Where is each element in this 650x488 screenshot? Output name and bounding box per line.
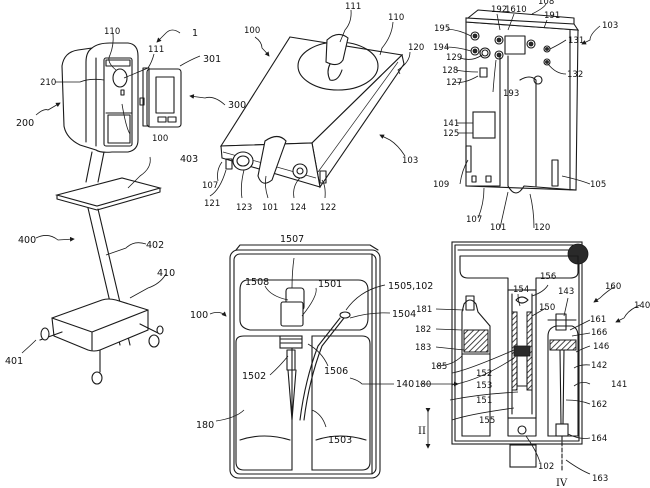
ref-164: 164 bbox=[591, 434, 607, 444]
ref-101: 101 bbox=[262, 203, 278, 213]
figure-cart-system: 1 110 111 301 210 200 300 100 403 400 40… bbox=[5, 27, 246, 385]
ref-1503: 1503 bbox=[328, 435, 352, 446]
ref-183: 183 bbox=[415, 343, 431, 353]
ref-200: 200 bbox=[16, 118, 34, 129]
section-marker-ii: II bbox=[418, 426, 426, 437]
ref-410: 410 bbox=[157, 268, 175, 279]
ref-300: 300 bbox=[228, 100, 246, 111]
ref-400: 400 bbox=[18, 235, 36, 246]
ref-154: 154 bbox=[513, 285, 529, 295]
ref-161: 161 bbox=[590, 315, 606, 325]
ref-1: 1 bbox=[192, 28, 198, 39]
ref-151: 151 bbox=[476, 396, 492, 406]
ref-1507: 1507 bbox=[280, 234, 304, 245]
ref-110: 110 bbox=[388, 13, 404, 23]
ref-131: 131 bbox=[568, 36, 584, 46]
section-marker-iv: IV bbox=[556, 478, 568, 488]
ref-155: 155 bbox=[479, 416, 495, 426]
figure-cartridge-interior: 1507 1508 1501 1505,102 1504 100 1502 15… bbox=[190, 234, 433, 479]
ref-152: 152 bbox=[476, 369, 492, 379]
ref-129: 129 bbox=[446, 53, 462, 63]
ref-191: 191 bbox=[544, 11, 560, 21]
ref-1505-102: 1505,102 bbox=[388, 281, 433, 292]
ref-103: 103 bbox=[402, 156, 418, 166]
ref-121: 121 bbox=[204, 199, 220, 209]
ref-166: 166 bbox=[591, 328, 607, 338]
ref-150: 150 bbox=[539, 303, 555, 313]
ref-402: 402 bbox=[146, 240, 164, 251]
ref-146: 146 bbox=[593, 342, 609, 352]
ref-103: 103 bbox=[602, 21, 618, 31]
ref-124: 124 bbox=[290, 203, 306, 213]
cart-shelf bbox=[54, 177, 163, 207]
ref-301: 301 bbox=[203, 54, 221, 65]
figure-cartridge-back: 108 192 1610 191 103 195 194 131 129 128… bbox=[433, 0, 618, 233]
ref-181: 181 bbox=[416, 305, 432, 315]
ref-132: 132 bbox=[567, 70, 583, 80]
ref-141: 141 bbox=[611, 380, 627, 390]
ref-1506: 1506 bbox=[324, 366, 348, 377]
ref-100: 100 bbox=[190, 310, 208, 321]
ref-210: 210 bbox=[40, 78, 56, 88]
ref-192: 192 bbox=[491, 5, 507, 15]
ref-105: 105 bbox=[590, 180, 606, 190]
monitor-device bbox=[139, 67, 182, 128]
ref-163: 163 bbox=[592, 474, 608, 484]
ref-109: 109 bbox=[433, 180, 449, 190]
ref-180: 180 bbox=[415, 380, 431, 390]
ref-180: 180 bbox=[196, 420, 214, 431]
ref-1508: 1508 bbox=[245, 277, 269, 288]
ref-1502: 1502 bbox=[242, 371, 266, 382]
ref-123: 123 bbox=[236, 203, 252, 213]
ref-142: 142 bbox=[591, 361, 607, 371]
ref-1610: 1610 bbox=[505, 5, 527, 15]
figure-cartridge-perspective: 111 110 100 120 103 107 121 123 101 124 … bbox=[202, 2, 424, 213]
ref-125: 125 bbox=[443, 129, 459, 139]
ref-1504: 1504 bbox=[392, 309, 416, 320]
ref-120: 120 bbox=[534, 223, 550, 233]
ref-156: 156 bbox=[540, 272, 556, 282]
ref-141: 141 bbox=[443, 119, 459, 129]
ref-143: 143 bbox=[558, 287, 574, 297]
ref-140: 140 bbox=[634, 301, 650, 311]
ref-182: 182 bbox=[415, 325, 431, 335]
ref-403: 403 bbox=[180, 154, 198, 165]
ref-140: 140 bbox=[396, 379, 414, 390]
ref-102: 102 bbox=[538, 462, 554, 472]
ref-100: 100 bbox=[152, 134, 168, 144]
ref-153: 153 bbox=[476, 381, 492, 391]
ref-111: 111 bbox=[148, 45, 164, 55]
ref-120: 120 bbox=[408, 43, 424, 53]
ref-193: 193 bbox=[503, 89, 519, 99]
ref-162: 162 bbox=[591, 400, 607, 410]
ref-127: 127 bbox=[446, 78, 462, 88]
ref-194: 194 bbox=[433, 43, 449, 53]
figure-cross-section: II IV 156 154 143 160 140 181 150 bbox=[415, 241, 650, 488]
ref-108: 108 bbox=[538, 0, 554, 7]
caster-wheel bbox=[40, 325, 164, 385]
device-housing bbox=[61, 42, 139, 183]
ref-185: 185 bbox=[431, 362, 447, 372]
ref-160: 160 bbox=[605, 282, 621, 292]
ref-128: 128 bbox=[442, 66, 458, 76]
cart-base bbox=[51, 298, 149, 352]
ref-1501: 1501 bbox=[318, 279, 342, 290]
ref-107: 107 bbox=[466, 215, 482, 225]
ref-101: 101 bbox=[490, 223, 506, 233]
ref-110: 110 bbox=[104, 27, 120, 37]
ref-100: 100 bbox=[244, 26, 260, 36]
ref-195: 195 bbox=[434, 24, 450, 34]
ref-401: 401 bbox=[5, 356, 23, 367]
ref-111: 111 bbox=[345, 2, 361, 12]
ref-122: 122 bbox=[320, 203, 336, 213]
ref-107: 107 bbox=[202, 181, 218, 191]
